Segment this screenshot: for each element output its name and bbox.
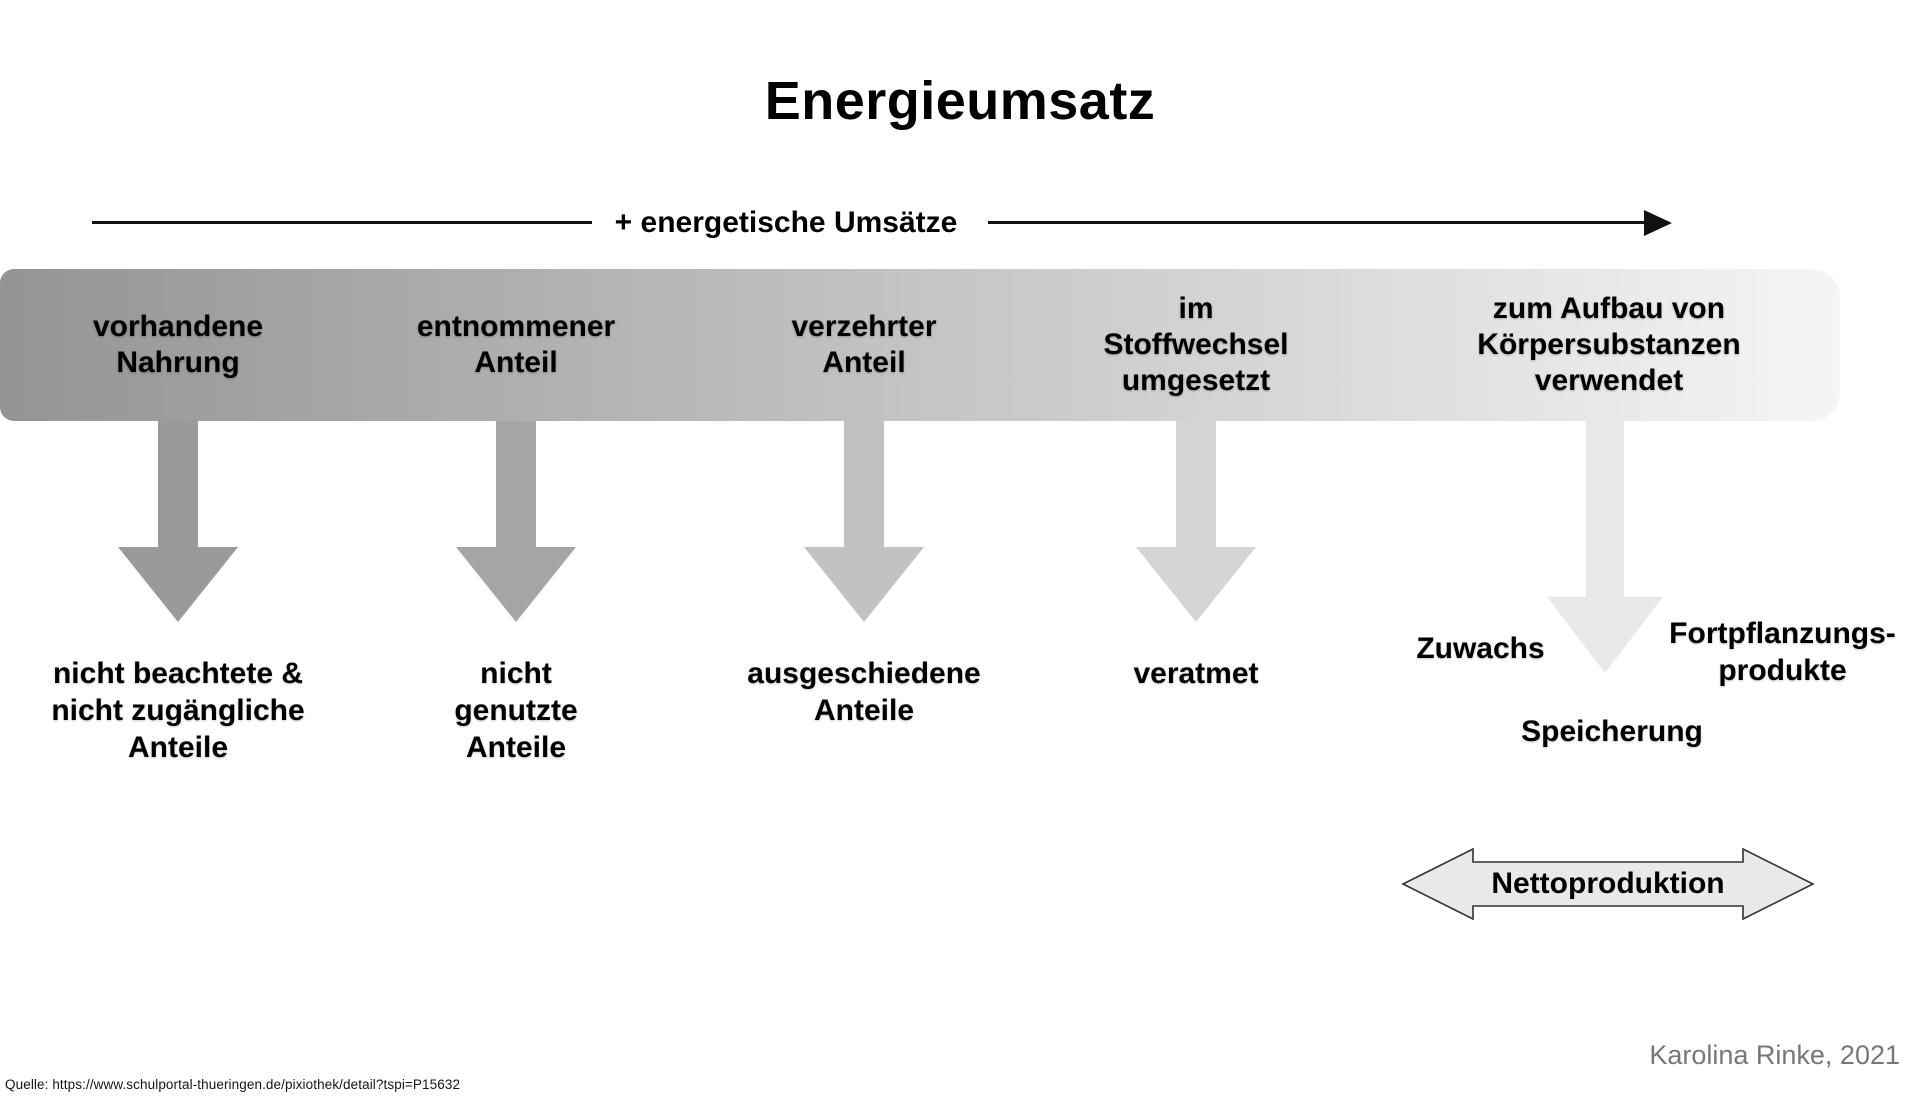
timeline-line-left xyxy=(92,221,592,224)
author-credit: Karolina Rinke, 2021 xyxy=(1649,1040,1900,1070)
source-note: Quelle: https://www.schulportal-thuering… xyxy=(5,1077,461,1092)
double-arrow-shape xyxy=(1401,848,1815,920)
output-label-nicht-genutzte: nicht genutzte Anteile xyxy=(454,657,578,764)
output-label-ausgeschiedene: ausgeschiedene Anteile xyxy=(747,657,981,727)
bar-stage-label-vorhandene-nahrung: vorhandene Nahrung xyxy=(92,310,264,379)
diagram-title: Energieumsatz xyxy=(764,71,1156,131)
timeline-arrowhead-icon xyxy=(1644,210,1672,236)
output-label-speicherung: Speicherung xyxy=(1521,715,1703,748)
double-arrow-icon xyxy=(1401,848,1815,920)
output-label-zuwachs: Zuwachs xyxy=(1416,632,1545,665)
bar-stage-label-koerpersubstanzen: zum Aufbau von Körpersubstanzen verwende… xyxy=(1477,292,1741,397)
down-arrow-icon-4 xyxy=(1136,421,1256,622)
bar-stage-label-im-stoffwechsel: im Stoffwechsel umgesetzt xyxy=(1103,292,1289,397)
bar-stage-label-entnommener-anteil: entnommener Anteil xyxy=(416,310,616,379)
bar-stage-label-verzehrter-anteil: verzehrter Anteil xyxy=(791,310,937,379)
down-arrow-icon-3 xyxy=(804,421,924,622)
nettoproduktion-label: Nettoproduktion xyxy=(1491,867,1725,900)
output-label-veratmet: veratmet xyxy=(1133,657,1259,690)
gradient-bar xyxy=(0,269,1840,421)
timeline-line-right xyxy=(988,221,1646,224)
timeline-label: + energetische Umsätze xyxy=(614,206,958,239)
down-arrow-icon-1 xyxy=(118,421,238,622)
down-arrow-icon-2 xyxy=(456,421,576,622)
output-label-nicht-beachtete: nicht beachtete & nicht zugängliche Ante… xyxy=(51,657,305,764)
nettoproduktion-arrow: Nettoproduktion xyxy=(1401,848,1815,920)
output-label-fortpflanzungsprodukte: Fortpflanzungs- produkte xyxy=(1669,617,1896,687)
